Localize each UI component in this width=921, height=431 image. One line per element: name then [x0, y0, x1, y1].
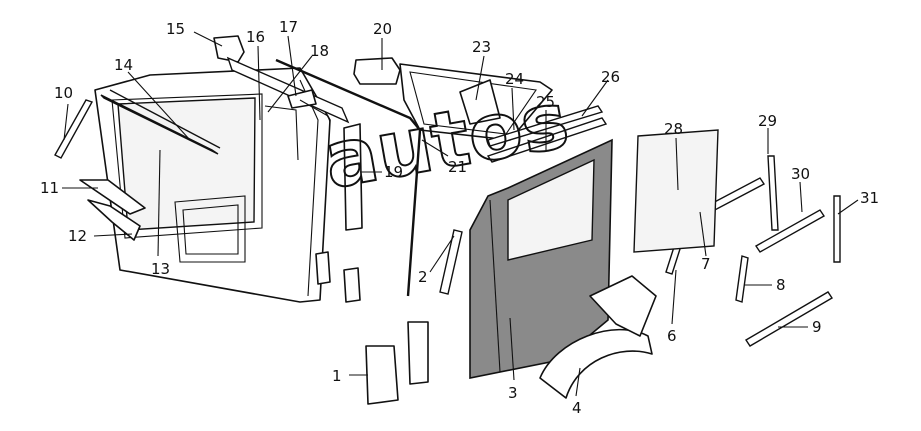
- callout-30: 30: [791, 165, 810, 183]
- lamp-bracket: [407, 321, 429, 385]
- rail-26: [487, 105, 604, 147]
- clamp-20: [353, 57, 401, 85]
- strip-8: [735, 255, 749, 303]
- callout-8: 8: [776, 276, 786, 294]
- side-panel: [469, 138, 613, 379]
- callout-19: 19: [384, 163, 403, 181]
- callout-2: 2: [418, 268, 428, 286]
- callout-28: 28: [664, 120, 683, 138]
- strip-29: [767, 155, 779, 231]
- callout-25: 25: [536, 93, 555, 111]
- callout-17: 17: [279, 18, 298, 36]
- side-glass-28: [633, 129, 719, 253]
- trim-strip-10: [54, 99, 94, 159]
- bracket-12: [87, 199, 141, 241]
- callout-10: 10: [54, 84, 73, 102]
- hinge-15: [213, 35, 245, 63]
- callout-14: 14: [114, 56, 133, 74]
- rear-window-glass: [117, 97, 256, 231]
- callout-20: 20: [373, 20, 392, 38]
- callout-6: 6: [667, 327, 677, 345]
- strut-2: [439, 229, 463, 295]
- callout-13: 13: [151, 260, 170, 278]
- callout-16: 16: [246, 28, 265, 46]
- pillar-19: [343, 123, 363, 231]
- callout-12: 12: [68, 227, 87, 245]
- callout-9: 9: [812, 318, 822, 336]
- callout-24: 24: [505, 70, 524, 88]
- callout-11: 11: [40, 179, 59, 197]
- callout-3: 3: [508, 384, 518, 402]
- small-bracket: [315, 251, 331, 285]
- strip-31: [833, 195, 841, 263]
- rail-25: [486, 117, 608, 163]
- callout-15: 15: [166, 20, 185, 38]
- small-clip: [343, 267, 361, 303]
- callout-21: 21: [448, 158, 467, 176]
- callout-18: 18: [310, 42, 329, 60]
- callout-7: 7: [701, 255, 711, 273]
- callout-1: 1: [332, 367, 342, 385]
- callout-26: 26: [601, 68, 620, 86]
- callout-labels: 1 2 3 4 6 7 8 9 10 11 12 13 14 15 16 17 …: [40, 18, 879, 417]
- strip-30: [754, 209, 826, 253]
- callout-23: 23: [472, 38, 491, 56]
- lamp-1: [365, 345, 399, 405]
- leader-lines: [62, 31, 859, 397]
- latch-18: [299, 99, 331, 123]
- callout-29: 29: [758, 112, 777, 130]
- wheel-arch-4: [539, 328, 653, 399]
- strip-9: [745, 291, 833, 347]
- rear-door: [94, 67, 331, 303]
- door-seal-21: [275, 58, 422, 297]
- callout-4: 4: [572, 399, 582, 417]
- arch-trim: [589, 275, 657, 337]
- callout-31: 31: [860, 189, 879, 207]
- gas-strut-17: [287, 89, 317, 109]
